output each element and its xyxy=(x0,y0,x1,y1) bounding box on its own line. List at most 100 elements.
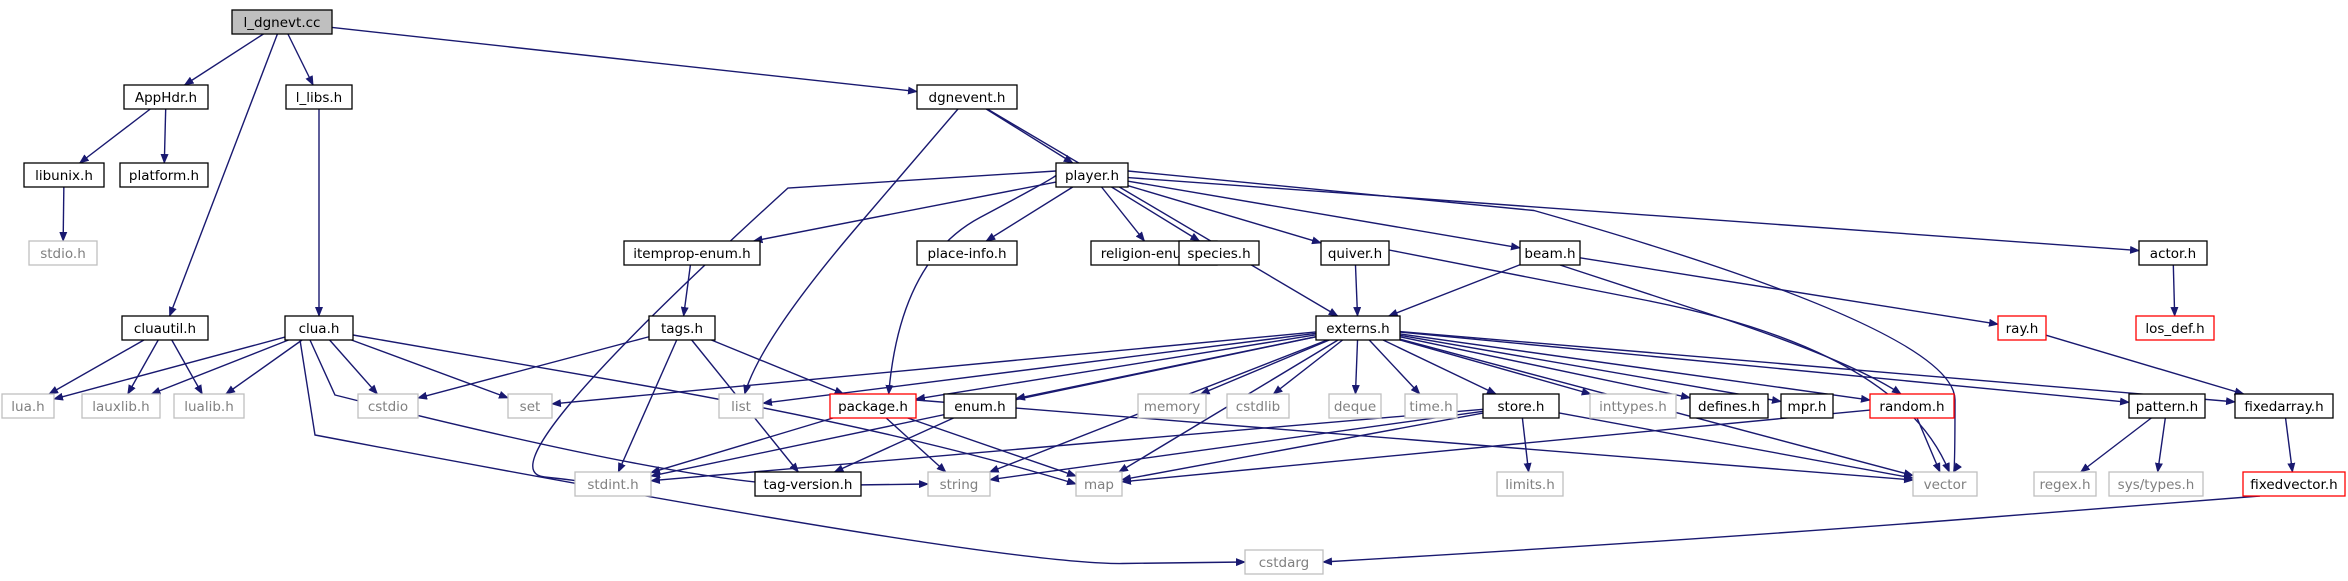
node-box-systypes xyxy=(2108,471,2204,497)
node-box-string xyxy=(927,471,991,497)
node-losdef[interactable]: los_def.h xyxy=(2135,315,2215,341)
node-label-random: random.h xyxy=(1879,399,1944,415)
node-label-placeinfo: place-info.h xyxy=(927,246,1006,262)
node-fixedvector[interactable]: fixedvector.h xyxy=(2242,471,2346,497)
edge-actor-to-losdef xyxy=(2170,264,2179,317)
node-label-dgnevent: dgnevent.h xyxy=(929,90,1006,106)
edge-externs-to-deque xyxy=(1351,339,1360,395)
node-label-store: store.h xyxy=(1498,399,1545,415)
edge-fixedvector-to-cstdarg xyxy=(1322,495,2261,566)
node-box-list xyxy=(718,393,764,419)
node-box-lualib xyxy=(173,393,245,419)
node-cstdio: cstdio xyxy=(357,393,419,419)
node-label-l_libs: l_libs.h xyxy=(296,90,342,106)
node-box-vector xyxy=(1912,471,1978,497)
node-label-time: time.h xyxy=(1409,399,1452,415)
node-label-deque: deque xyxy=(1334,399,1376,415)
node-label-map: map xyxy=(1084,477,1114,493)
node-label-cluautil: cluautil.h xyxy=(134,321,196,337)
node-label-defines: defines.h xyxy=(1698,399,1760,415)
node-box-l_libs xyxy=(285,84,353,110)
node-placeinfo[interactable]: place-info.h xyxy=(916,240,1018,266)
node-set: set xyxy=(507,393,553,419)
node-species[interactable]: species.h xyxy=(1178,240,1260,266)
edge-libunix-to-stdio xyxy=(59,186,68,242)
edge-clua-to-string xyxy=(309,339,929,489)
edge-cluautil-to-lauxlib xyxy=(127,339,159,395)
node-pattern[interactable]: pattern.h xyxy=(2128,393,2206,419)
node-platform[interactable]: platform.h xyxy=(119,162,209,188)
edge-store-to-stdint xyxy=(650,408,1484,484)
node-box-map xyxy=(1075,471,1123,497)
node-box-pattern xyxy=(2128,393,2206,419)
node-actor[interactable]: actor.h xyxy=(2138,240,2208,266)
node-string: string xyxy=(927,471,991,497)
node-label-player: player.h xyxy=(1065,168,1119,184)
node-tags[interactable]: tags.h xyxy=(648,315,716,341)
edge-package-to-string xyxy=(885,417,947,473)
node-apphdr[interactable]: AppHdr.h xyxy=(123,84,209,110)
edge-store-to-string xyxy=(989,410,1484,483)
node-box-cluautil xyxy=(121,315,209,341)
edge-externs-to-mpr xyxy=(1399,334,1782,404)
edge-tags-to-package xyxy=(711,339,845,395)
node-box-platform xyxy=(119,162,209,188)
node-root[interactable]: l_dgnevt.cc xyxy=(231,9,333,35)
node-label-lua: lua.h xyxy=(11,399,44,415)
edge-pattern-to-systypes xyxy=(2154,417,2167,473)
node-itemprop[interactable]: itemprop-enum.h xyxy=(623,240,761,266)
edge-externs-to-set xyxy=(551,331,1317,408)
node-beam[interactable]: beam.h xyxy=(1519,240,1581,266)
edge-externs-to-random xyxy=(1399,333,1871,403)
node-ray[interactable]: ray.h xyxy=(1997,315,2047,341)
node-random[interactable]: random.h xyxy=(1869,393,1955,419)
node-dgnevent[interactable]: dgnevent.h xyxy=(916,84,1018,110)
node-cluautil[interactable]: cluautil.h xyxy=(121,315,209,341)
node-label-ray: ray.h xyxy=(2006,321,2039,337)
node-stdint: stdint.h xyxy=(574,471,652,497)
node-fixedarray[interactable]: fixedarray.h xyxy=(2234,393,2334,419)
node-box-cstdarg xyxy=(1244,549,1324,575)
node-box-cstdlib xyxy=(1226,393,1290,419)
node-box-quiver xyxy=(1320,240,1390,266)
node-defines[interactable]: defines.h xyxy=(1689,393,1769,419)
node-tagversion[interactable]: tag-version.h xyxy=(754,471,862,497)
node-label-regex: regex.h xyxy=(2039,477,2090,493)
node-libunix[interactable]: libunix.h xyxy=(23,162,105,188)
node-box-ray xyxy=(1997,315,2047,341)
edge-apphdr-to-platform xyxy=(160,108,169,164)
node-externs[interactable]: externs.h xyxy=(1315,315,1401,341)
node-box-clua xyxy=(284,315,354,341)
node-box-tags xyxy=(648,315,716,341)
node-label-quiver: quiver.h xyxy=(1328,246,1382,262)
node-cstdlib: cstdlib xyxy=(1226,393,1290,419)
node-label-inttypes: inttypes.h xyxy=(1599,399,1667,415)
node-quiver[interactable]: quiver.h xyxy=(1320,240,1390,266)
node-label-lualib: lualib.h xyxy=(184,399,234,415)
node-clua[interactable]: clua.h xyxy=(284,315,354,341)
node-label-externs: externs.h xyxy=(1326,321,1389,337)
node-mpr[interactable]: mpr.h xyxy=(1780,393,1834,419)
edge-beam-to-random xyxy=(1559,264,1902,395)
node-enum[interactable]: enum.h xyxy=(943,393,1017,419)
node-box-lua xyxy=(1,393,55,419)
node-label-fixedarray: fixedarray.h xyxy=(2244,399,2323,415)
edge-player-to-placeinfo xyxy=(985,186,1074,242)
node-label-lauxlib: lauxlib.h xyxy=(92,399,150,415)
node-l_libs[interactable]: l_libs.h xyxy=(285,84,353,110)
node-label-enum: enum.h xyxy=(954,399,1005,415)
node-package[interactable]: package.h xyxy=(829,393,917,419)
edge-clua-to-cstdio xyxy=(329,339,379,395)
node-store[interactable]: store.h xyxy=(1482,393,1560,419)
node-player[interactable]: player.h xyxy=(1055,162,1129,188)
node-time: time.h xyxy=(1404,393,1458,419)
edge-pattern-to-regex xyxy=(2079,417,2152,473)
node-box-externs xyxy=(1315,315,1401,341)
edge-cluautil-to-lua xyxy=(48,339,145,395)
edge-root-to-cluautil xyxy=(168,33,279,317)
edge-package-to-stdint xyxy=(650,417,834,474)
node-limits: limits.h xyxy=(1496,471,1564,497)
edge-externs-to-defines xyxy=(1399,336,1691,400)
edge-clua-to-map xyxy=(352,334,1077,486)
